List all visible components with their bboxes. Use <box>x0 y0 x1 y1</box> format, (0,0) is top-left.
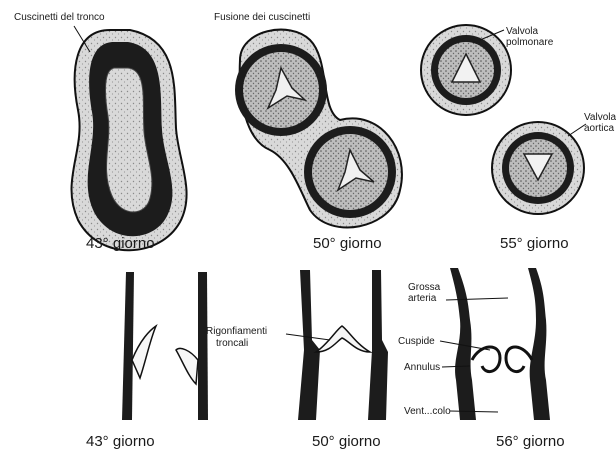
pulmonary-valve-section <box>421 25 511 115</box>
longitudinal-day56 <box>450 268 550 420</box>
aortic-valve-section <box>492 122 586 214</box>
pulmonary-valve-label-1: Valvola <box>506 26 538 37</box>
day-label-bottom-50: 50° giorno <box>312 433 381 450</box>
truncus-day43-section <box>72 26 187 250</box>
truncal-swellings-label-1: Rigonfiamenti <box>206 326 267 337</box>
longitudinal-day50 <box>298 270 388 420</box>
day-label-bottom-56: 56° giorno <box>496 433 565 450</box>
day-label-top-43: 43° giorno <box>86 235 155 252</box>
pulmonary-valve-label-2: polmonare <box>506 37 554 48</box>
ventricle-label: Vent...colo <box>404 406 451 417</box>
day-label-top-55: 55° giorno <box>500 235 569 252</box>
longitudinal-day43 <box>122 272 208 420</box>
great-artery-label-2: arteria <box>408 293 437 304</box>
aortic-valve-label-1: Valvola <box>584 112 616 123</box>
day-label-top-50: 50° giorno <box>313 235 382 252</box>
great-artery-label-1: Grossa <box>408 282 441 293</box>
cushion-fusion-day50-section <box>235 30 402 228</box>
truncus-cushions-label: Cuscinetti del tronco <box>14 12 105 23</box>
cusp-label: Cuspide <box>398 336 435 347</box>
truncal-swellings-label-2: troncali <box>216 338 248 349</box>
day-label-bottom-43: 43° giorno <box>86 433 155 450</box>
annulus-label: Annulus <box>404 362 440 373</box>
aortic-valve-label-2: aortica <box>584 123 614 134</box>
cushion-fusion-label: Fusione dei cuscinetti <box>214 12 310 23</box>
